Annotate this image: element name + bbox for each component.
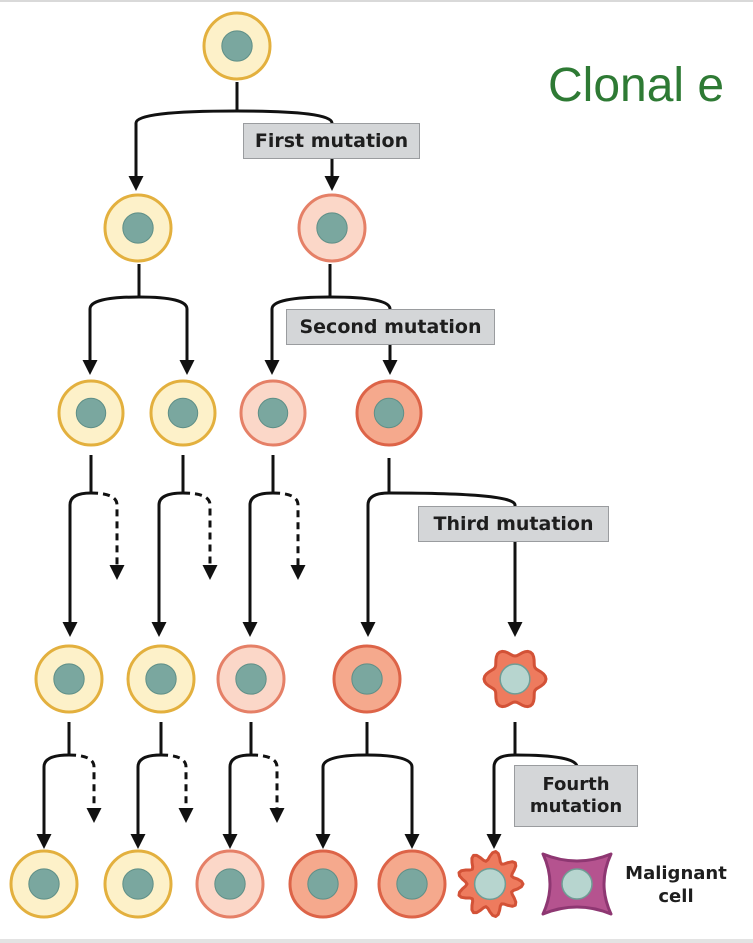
mutant-cell [216,644,286,714]
slide-title: Clonal e [548,59,725,112]
division-arrow [360,491,390,637]
division-arrow [82,295,140,375]
cell-nucleus [373,397,405,429]
division-arrow [242,491,274,637]
tumor-cell [457,850,525,918]
mutant-cell [332,644,402,714]
cell-nucleus [122,212,154,244]
fourth-mutation-label: Fourth mutation [514,765,638,827]
normal-cell [9,849,79,919]
dashed-arrow [182,491,218,580]
normal-cell [34,644,104,714]
division-arrow [329,295,398,375]
division-arrow [486,753,516,849]
division-arrow [366,753,420,849]
cell-nucleus [28,868,60,900]
cell-nucleus [122,868,154,900]
normal-cell [103,849,173,919]
normal-cell [126,644,196,714]
cell-nucleus [499,663,531,695]
cell-nucleus [351,663,383,695]
mutant-cell [239,379,307,447]
division-arrow [264,295,331,375]
division-lines [36,82,585,849]
normal-cell [103,193,173,263]
cells [9,11,613,919]
cell-nucleus [473,867,507,901]
dashed-arrow [68,753,102,823]
dashed-arrow [250,753,285,823]
cell-nucleus [214,868,246,900]
top-border [0,0,753,2]
division-arrow [151,491,184,637]
mutant-cell [377,849,447,919]
normal-cell [57,379,125,447]
cell-nucleus [145,663,177,695]
division-arrow [36,753,70,849]
cell-nucleus [53,663,85,695]
cell-nucleus [307,868,339,900]
division-arrow [315,753,368,849]
cell-nucleus [396,868,428,900]
cell-nucleus [235,663,267,695]
malignant-cell-label: Malignant cell [625,863,727,907]
division-arrow [388,491,523,637]
normal-cell [149,379,217,447]
cell-nucleus [167,397,199,429]
dashed-arrow [160,753,194,823]
normal-cell [202,11,272,81]
division-arrow [130,753,162,849]
mutant-cell [288,849,358,919]
division-arrow [222,753,252,849]
cell-nucleus [316,212,348,244]
cell-nucleus [257,397,289,429]
cell-nucleus [221,30,253,62]
cell-nucleus [75,397,107,429]
third-mutation-label: Third mutation [418,506,609,542]
dashed-arrow [272,491,306,580]
division-arrow [62,491,92,637]
mutant-cell [355,379,423,447]
cell-nucleus [561,868,593,900]
malignant-cell [541,852,613,916]
mutant-cell [297,193,367,263]
division-arrow [128,109,238,191]
mutant-cell [195,849,265,919]
dashed-arrow [90,491,125,580]
division-arrow [138,295,195,375]
second-mutation-label: Second mutation [286,309,495,345]
first-mutation-label: First mutation [243,123,420,159]
bottom-border [0,939,753,943]
division-arrow [236,109,340,191]
tumor-cell [482,649,548,709]
